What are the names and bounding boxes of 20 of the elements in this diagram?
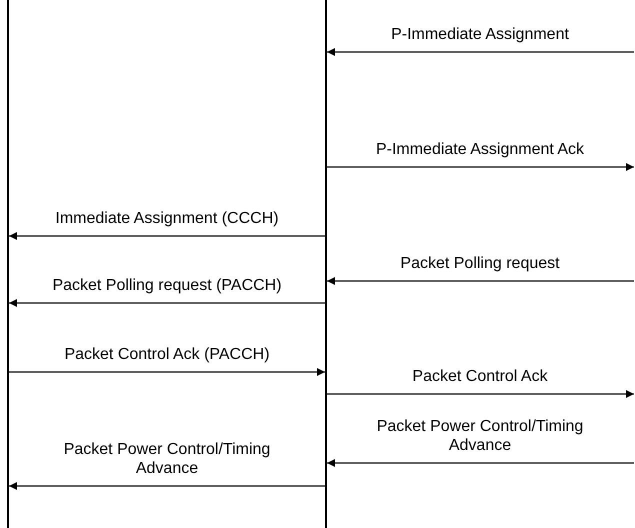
- arrow: [327, 163, 634, 171]
- edge-label: Packet Polling request (PACCH): [51, 276, 283, 295]
- edge-label: Packet Power Control/Timing Advance: [62, 440, 272, 478]
- arrow: [9, 232, 325, 240]
- edge-label: P-Immediate Assignment: [390, 25, 570, 44]
- arrow: [9, 368, 325, 376]
- arrow: [327, 459, 634, 467]
- arrow: [327, 390, 634, 398]
- arrow: [327, 277, 634, 285]
- edge-label: Packet Control Ack (PACCH): [63, 345, 271, 364]
- arrow: [327, 48, 634, 56]
- edge-label: P-Immediate Assignment Ack: [374, 140, 586, 159]
- arrow: [9, 482, 325, 490]
- lifeline: [325, 0, 327, 528]
- arrow: [9, 299, 325, 307]
- lifeline: [7, 0, 9, 528]
- edge-label: Packet Polling request: [399, 254, 561, 273]
- edge-label: Packet Control Ack: [411, 367, 549, 386]
- edge-label: Immediate Assignment (CCCH): [54, 209, 280, 228]
- edge-label: Packet Power Control/Timing Advance: [376, 417, 584, 455]
